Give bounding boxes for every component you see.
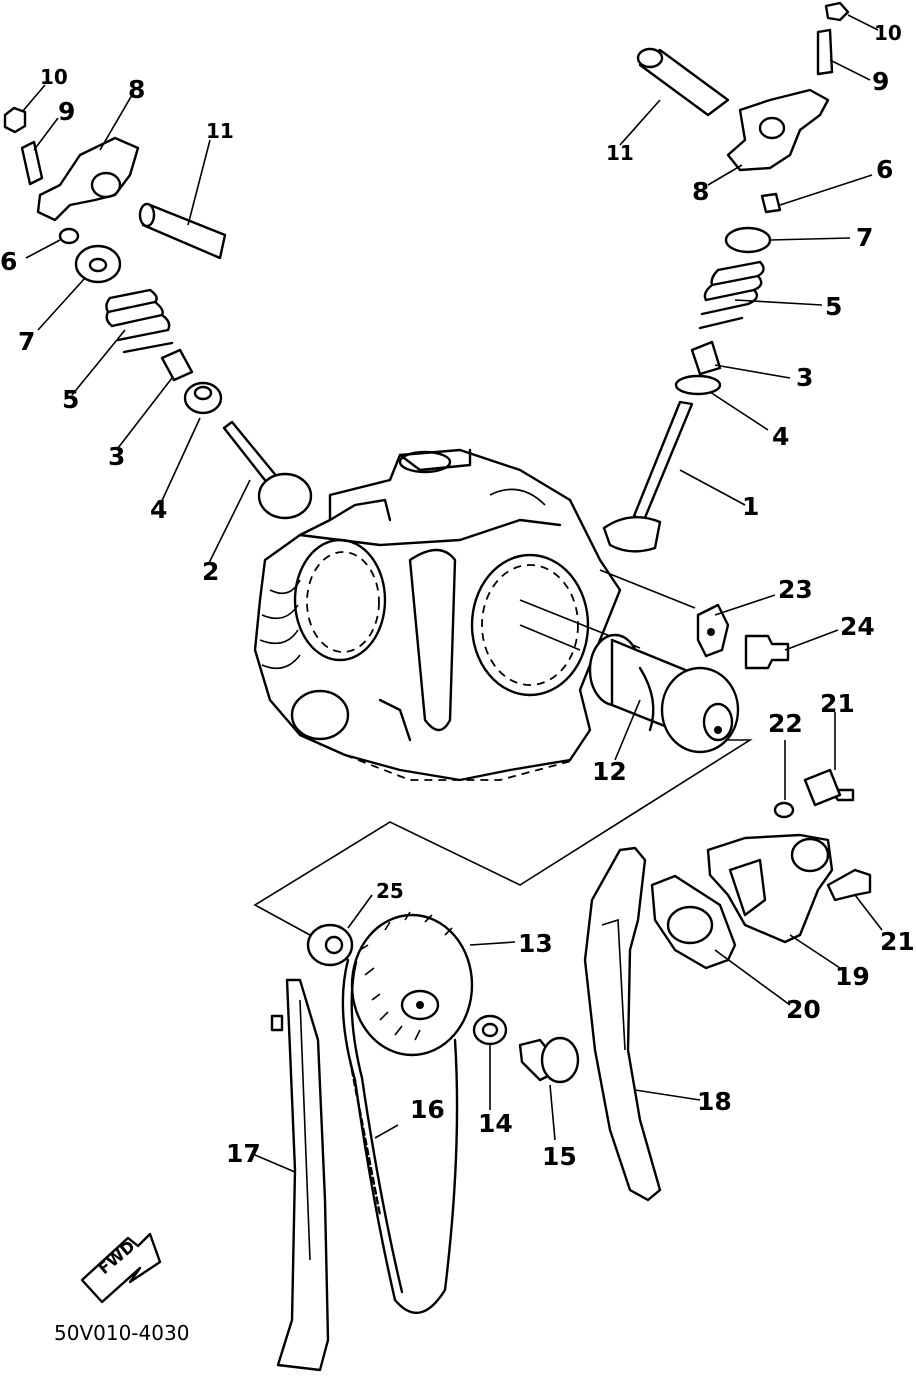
- cylinder-head: [253, 448, 696, 782]
- callout-15: 15: [542, 1142, 577, 1171]
- leader-lines: [21, 14, 883, 1173]
- callout-8-left: 8: [128, 75, 145, 104]
- callout-4-left: 4: [150, 495, 167, 524]
- chain-tensioner: [650, 768, 872, 970]
- callout-19: 19: [835, 962, 870, 991]
- callout-13: 13: [518, 929, 553, 958]
- callout-25: 25: [376, 879, 404, 903]
- callout-22: 22: [768, 709, 803, 738]
- callout-24: 24: [840, 612, 875, 641]
- callout-21-bottom: 21: [880, 927, 915, 956]
- callout-10-left: 10: [40, 65, 68, 89]
- callout-5-right: 5: [825, 292, 842, 321]
- callout-7-right: 7: [856, 223, 873, 252]
- callout-4-right: 4: [772, 422, 789, 451]
- sprocket-bolt: [518, 1036, 580, 1084]
- callout-11-left: 11: [206, 119, 234, 143]
- part-code: 50V010-4030: [54, 1321, 189, 1345]
- callout-8-right: 8: [692, 177, 709, 206]
- chain-guide-left: [270, 978, 330, 1372]
- callout-9-right: 9: [872, 67, 889, 96]
- callout-20: 20: [786, 995, 821, 1024]
- valve-train-right: [602, 1, 850, 553]
- forward-arrow: FWD: [80, 1232, 162, 1304]
- phantom-lines: [253, 739, 753, 936]
- cam-sprocket: [350, 911, 474, 1057]
- callout-5-left: 5: [62, 385, 79, 414]
- washer: [472, 1014, 508, 1046]
- callout-9-left: 9: [58, 97, 75, 126]
- callout-12: 12: [592, 757, 627, 786]
- camshaft: [588, 633, 740, 754]
- callout-3-right: 3: [796, 363, 813, 392]
- timing-chain: [341, 958, 459, 1315]
- callout-21-top: 21: [820, 689, 855, 718]
- small-bracket-and-bolt: [696, 603, 790, 670]
- callout-16: 16: [410, 1095, 445, 1124]
- callout-1: 1: [742, 492, 759, 521]
- chain-guide-right: [583, 846, 662, 1202]
- valve-train-left: [3, 106, 313, 520]
- callout-10-right: 10: [874, 21, 902, 45]
- callout-2: 2: [202, 557, 219, 586]
- callout-7-left: 7: [18, 327, 35, 356]
- callout-labels: 1 2 3 3 4 4 5 5 6 6 7 7 8 8 9 9 10 10 11…: [0, 21, 915, 1171]
- callout-6-right: 6: [876, 155, 893, 184]
- bearing: [306, 923, 354, 967]
- callout-14: 14: [478, 1109, 513, 1138]
- callout-11-right: 11: [606, 141, 634, 165]
- callout-3-left: 3: [108, 442, 125, 471]
- callout-23: 23: [778, 575, 813, 604]
- callout-6-left: 6: [0, 247, 17, 276]
- callout-17: 17: [226, 1139, 261, 1168]
- callout-18: 18: [697, 1087, 732, 1116]
